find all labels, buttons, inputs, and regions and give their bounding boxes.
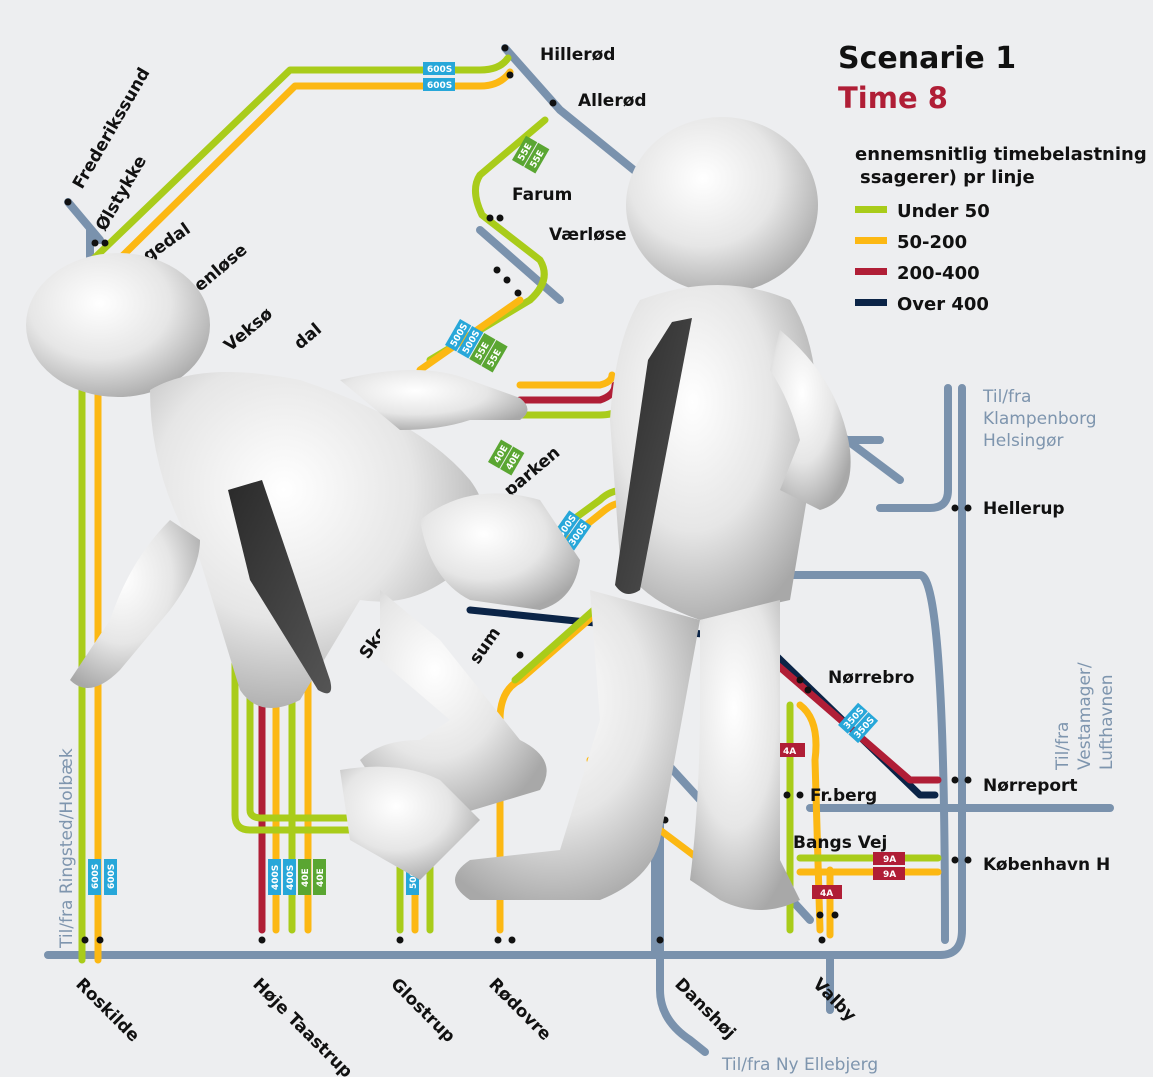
dest-vestamager-1: Til/fra xyxy=(1053,722,1073,771)
legend-label: 50-200 xyxy=(897,232,967,253)
rail-frederikssund-line xyxy=(64,198,104,244)
route-350s-red xyxy=(756,646,942,784)
badge-label: 40E xyxy=(301,868,311,887)
standing-figure-leg-right xyxy=(690,600,800,910)
falling-figure-arm-right xyxy=(340,370,528,430)
dest-vestamager-3: Lufthavnen xyxy=(1097,674,1117,770)
standing-figure-arm xyxy=(770,330,851,510)
badge-label: 400S xyxy=(271,865,281,890)
destination-labels: Til/fra Klampenborg Helsingør Til/fra Ve… xyxy=(57,387,1117,1075)
badge-label: 600S xyxy=(91,864,101,889)
standing-figure-head xyxy=(626,117,818,293)
rail-hillerod-line xyxy=(501,44,644,179)
falling-figure-tie xyxy=(228,480,332,694)
badge-label: 40E xyxy=(316,868,326,887)
badge-4a-upper: 4A xyxy=(775,743,805,757)
station-kobenhavnh: København H xyxy=(983,855,1110,875)
badge-9a-kbh: 9A 9A xyxy=(873,852,905,880)
badge-label: 600S xyxy=(107,864,117,889)
standing-figure-leg-left xyxy=(455,590,700,900)
legend-block: Scenarie 1 Time 8 ennemsnitlig timebelas… xyxy=(838,41,1147,315)
legend-label: Over 400 xyxy=(897,294,989,315)
dest-klampenborg-1: Til/fra xyxy=(982,387,1031,407)
badge-600s-top: 600S 600S xyxy=(423,62,455,91)
badge-label: 9A xyxy=(883,870,896,880)
legend-item-200-400: 200-400 xyxy=(855,263,980,284)
station-hellerup: Hellerup xyxy=(983,499,1065,519)
route-600s-green xyxy=(78,54,512,964)
dest-ringsted: Til/fra Ringsted/Holbæk xyxy=(57,748,77,949)
badge-label: 4A xyxy=(783,747,796,757)
badge-label: 600S xyxy=(427,81,452,91)
station-allerod: Allerød xyxy=(578,91,647,111)
route-glostrup-loop-2 xyxy=(246,476,394,822)
legend-heading-2: ssagerer) pr linje xyxy=(860,167,1035,188)
badge-label: 4A xyxy=(820,889,833,899)
falling-figure-illustration xyxy=(26,253,580,820)
falling-figure-arm-left xyxy=(70,520,200,688)
rail-ellebjerg xyxy=(656,816,709,1056)
route-rodovre-green xyxy=(511,596,609,684)
falling-figure-leg-2 xyxy=(420,493,580,610)
falling-figure-leg-1 xyxy=(360,590,547,820)
standing-figure-shoe xyxy=(340,766,480,880)
route-center-yellow xyxy=(516,371,616,389)
badge-4a-lower: 4A xyxy=(812,885,842,899)
station-frberg: Fr.berg xyxy=(810,786,877,806)
legend-label: 200-400 xyxy=(897,263,980,284)
falling-figure-head xyxy=(26,253,210,397)
route-4a-yellow xyxy=(796,701,824,934)
station-norreport: Nørreport xyxy=(983,776,1078,796)
standing-figure-illustration xyxy=(340,117,851,910)
legend-label: Under 50 xyxy=(897,201,990,222)
rail-coast-line xyxy=(876,384,952,512)
station-farum: Farum xyxy=(512,185,572,205)
station-norrebro: Nørrebro xyxy=(828,668,914,688)
falling-figure-torso xyxy=(150,372,485,708)
dest-vestamager-2: Vestamager/ xyxy=(1075,662,1095,770)
legend-item-50-200: 50-200 xyxy=(855,232,967,253)
dest-klampenborg-2: Klampenborg xyxy=(983,409,1097,429)
dest-ellebjerg: Til/fra Ny Ellebjerg xyxy=(721,1055,878,1075)
station-bangsvej: Bangs Vej xyxy=(793,833,887,853)
badge-600s-roskilde: 600S 600S xyxy=(88,859,117,895)
station-dots xyxy=(64,44,972,944)
rail-ring-mid xyxy=(766,571,949,944)
legend-item-under50: Under 50 xyxy=(855,201,990,222)
badge-label: 9A xyxy=(883,855,896,865)
badge-label: 400S xyxy=(286,865,296,890)
page-subtitle: Time 8 xyxy=(838,81,948,115)
badge-400s-40e: 400S 400S 40E 40E xyxy=(268,859,326,895)
standing-figure-tie xyxy=(615,318,692,594)
dest-klampenborg-3: Helsingør xyxy=(983,431,1064,451)
badge-500s-55e: 500S 500S 55E 55E xyxy=(445,319,508,373)
page-title: Scenarie 1 xyxy=(838,41,1016,76)
rail-varlose-line xyxy=(476,226,564,304)
legend-item-over400: Over 400 xyxy=(855,294,989,315)
badge-label: 600S xyxy=(427,65,452,75)
legend-heading-1: ennemsnitlig timebelastning xyxy=(855,144,1147,165)
station-hillerod: Hillerød xyxy=(540,45,615,65)
station-varlose: Værløse xyxy=(549,225,627,245)
route-55e xyxy=(426,116,549,364)
